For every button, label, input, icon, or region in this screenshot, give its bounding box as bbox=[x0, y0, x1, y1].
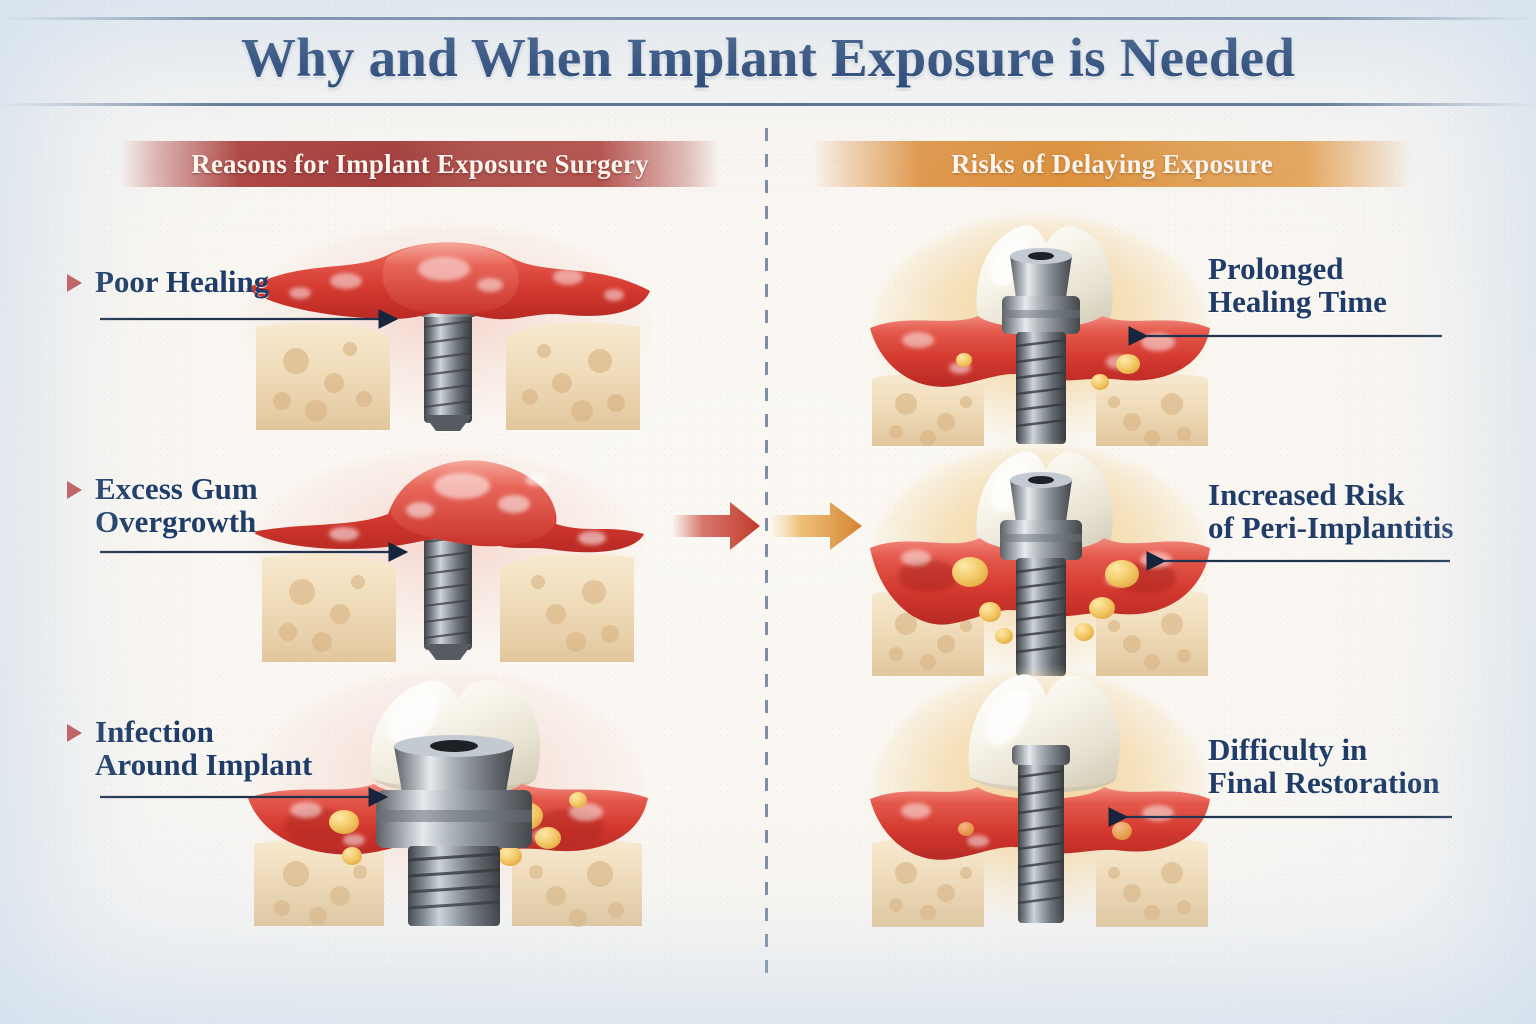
leader-line-poor-healing bbox=[100, 309, 399, 329]
label-difficulty-line2: Final Restoration bbox=[1208, 765, 1440, 801]
section-header-reasons: Reasons for Implant Exposure Surgery bbox=[120, 141, 720, 187]
bullet-triangle-icon bbox=[67, 724, 82, 742]
title-rule-bottom bbox=[0, 103, 1536, 106]
gum-tissue-overgrown bbox=[252, 460, 644, 553]
infection-deposits bbox=[952, 557, 1139, 644]
column-divider bbox=[765, 128, 768, 976]
bullet-triangle-icon bbox=[67, 481, 82, 499]
implant-abutment-and-screw bbox=[1002, 248, 1080, 444]
implant-screw bbox=[1012, 745, 1070, 923]
illustration-implant-difficult-restoration bbox=[870, 671, 1210, 927]
label-poor-healing: Poor Healing bbox=[67, 264, 270, 299]
label-prolonged-healing-time: Prolonged Healing Time bbox=[1208, 252, 1387, 319]
infection-deposits bbox=[956, 353, 1140, 390]
label-infection-line2: Around Implant bbox=[95, 747, 313, 783]
section-header-reasons-label: Reasons for Implant Exposure Surgery bbox=[191, 148, 649, 179]
transition-arrows bbox=[672, 502, 862, 550]
label-infection-around-implant: Infection Around Implant bbox=[67, 714, 313, 783]
implant-screw bbox=[418, 295, 478, 431]
label-increased-risk-peri-implantitis: Increased Risk of Peri-Implantitis bbox=[1208, 478, 1453, 545]
label-excess-gum-line1: Excess Gum bbox=[95, 471, 258, 506]
leader-line-prolonged-healing bbox=[1128, 326, 1442, 346]
gum-tissue bbox=[246, 242, 650, 320]
dental-crown bbox=[968, 674, 1120, 793]
illustration-implant-peri-implantitis bbox=[870, 446, 1210, 676]
label-difficulty-final-restoration: Difficulty in Final Restoration bbox=[1208, 733, 1440, 800]
label-prolonged-line2: Healing Time bbox=[1208, 284, 1387, 320]
infection-deposits bbox=[329, 792, 587, 866]
orange-arrow-icon bbox=[772, 502, 862, 550]
implant-abutment-and-screw bbox=[1000, 472, 1082, 676]
section-header-risks-label: Risks of Delaying Exposure bbox=[950, 148, 1273, 179]
leader-line-peri-implantitis bbox=[1146, 551, 1450, 571]
label-difficulty-line1: Difficulty in bbox=[1208, 732, 1368, 767]
section-header-risks: Risks of Delaying Exposure bbox=[812, 141, 1412, 187]
red-arrow-icon bbox=[672, 502, 760, 550]
label-prolonged-line1: Prolonged bbox=[1208, 251, 1344, 286]
illustration-implant-prolonged-healing bbox=[870, 216, 1210, 446]
leader-line-excess-gum bbox=[100, 542, 409, 562]
implant-abutment-and-screw bbox=[376, 735, 532, 926]
illustration-implant-with-excess-gum bbox=[252, 450, 644, 662]
illustration-implant-covered-by-gum bbox=[243, 225, 653, 431]
label-infection-line1: Infection bbox=[95, 714, 214, 749]
label-excess-gum-line2: Overgrowth bbox=[95, 504, 257, 540]
page-title: Why and When Implant Exposure is Needed bbox=[240, 27, 1296, 88]
label-excess-gum-overgrowth: Excess Gum Overgrowth bbox=[67, 471, 258, 540]
leader-line-infection bbox=[100, 787, 389, 807]
title-rule-top bbox=[0, 17, 1536, 20]
illustration-implant-with-infection bbox=[248, 670, 648, 927]
leader-line-final-restoration bbox=[1108, 807, 1452, 827]
bullet-triangle-icon bbox=[67, 274, 82, 292]
label-poor-healing-line1: Poor Healing bbox=[95, 264, 270, 299]
label-increased-risk-line2: of Peri-Implantitis bbox=[1208, 510, 1454, 546]
label-increased-risk-line1: Increased Risk bbox=[1208, 477, 1405, 512]
